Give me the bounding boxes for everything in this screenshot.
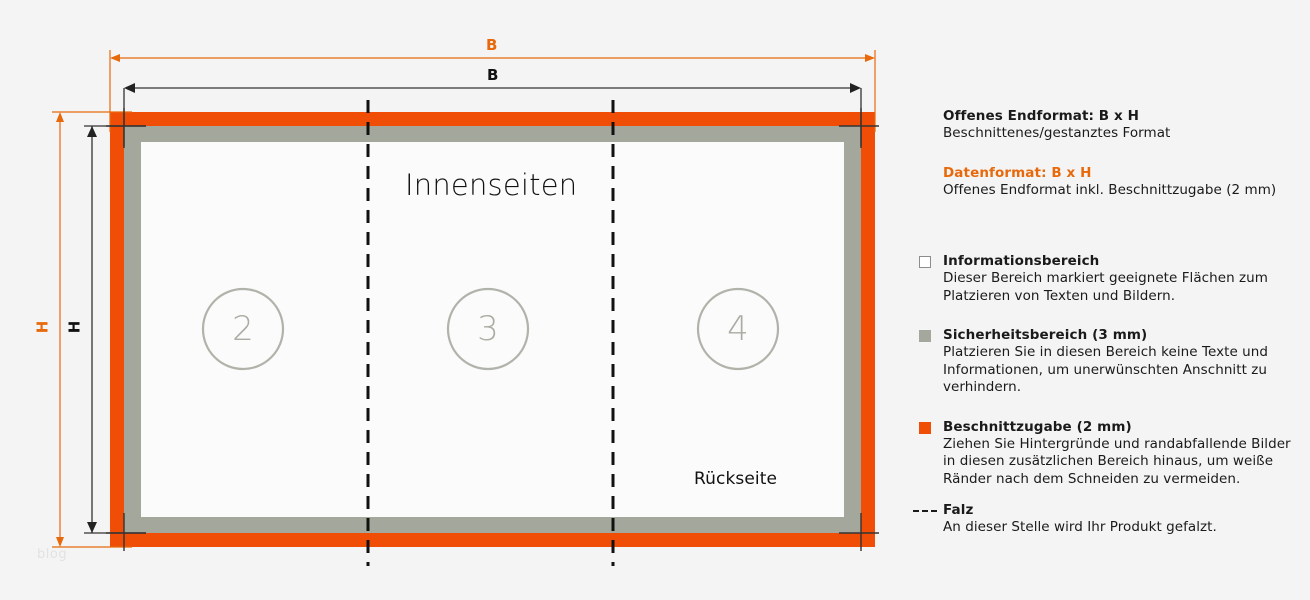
dimension-label-width-bleed: B bbox=[486, 36, 498, 54]
page-circle-3 bbox=[446, 287, 530, 371]
blog-watermark: blog bbox=[37, 547, 68, 562]
dimension-label-width-trim: B bbox=[487, 66, 499, 84]
fold-line-swatch-icon bbox=[913, 510, 937, 512]
legend-item-offenes-endformat: Offenes Endformat: B x H Beschnittenes/g… bbox=[912, 108, 1302, 143]
legend-title: Datenformat: B x H bbox=[943, 164, 1092, 181]
page-number-3: 3 bbox=[477, 309, 499, 349]
legend-body: An dieser Stelle wird Ihr Produkt gefalz… bbox=[943, 519, 1217, 535]
information-area-swatch-icon bbox=[919, 256, 931, 268]
legend-item-informationsbereich: Informationsbereich Dieser Bereich marki… bbox=[912, 253, 1302, 305]
bleed-area-swatch-icon bbox=[919, 421, 931, 434]
legend-title: Informationsbereich bbox=[943, 253, 1100, 269]
back-page-label: Rückseite bbox=[694, 469, 778, 489]
page-number-4: 4 bbox=[727, 309, 749, 349]
dimension-width-bleed bbox=[109, 50, 876, 132]
page-circle-4 bbox=[696, 287, 780, 371]
safety-area-swatch-icon bbox=[919, 330, 931, 342]
inner-pages-heading: Innenseiten bbox=[405, 168, 578, 202]
dimension-label-height-trim: H bbox=[65, 320, 84, 334]
dimension-height-bleed bbox=[52, 111, 132, 548]
dimension-label-height-bleed: H bbox=[33, 320, 52, 334]
legend-panel: Offenes Endformat: B x H Beschnittenes/g… bbox=[912, 108, 1302, 537]
legend-title: Sicherheitsbereich (3 mm) bbox=[943, 327, 1148, 343]
legend-title: Beschnittzugabe (2 mm) bbox=[943, 418, 1132, 435]
legend-item-beschnittzugabe: Beschnittzugabe (2 mm) Ziehen Sie Hinter… bbox=[912, 419, 1302, 489]
legend-title: Offenes Endformat: B x H bbox=[943, 108, 1140, 124]
page-circle-2 bbox=[201, 287, 285, 371]
legend-body: Beschnittenes/gestanztes Format bbox=[943, 125, 1171, 141]
legend-body: Offenes Endformat inkl. Beschnittzugabe … bbox=[943, 181, 1277, 198]
legend-body: Dieser Bereich markiert geeignete Fläche… bbox=[943, 270, 1268, 304]
legend-item-falz: Falz An dieser Stelle wird Ihr Produkt g… bbox=[912, 502, 1302, 537]
page-number-2: 2 bbox=[232, 309, 254, 349]
legend-item-datenformat: Datenformat: B x H Offenes Endformat ink… bbox=[912, 165, 1302, 200]
crop-marks bbox=[106, 108, 879, 551]
information-area-rect bbox=[141, 142, 844, 517]
legend-body: Platzieren Sie in diesen Bereich keine T… bbox=[943, 344, 1269, 395]
legend-body: Ziehen Sie Hintergründe und randabfallen… bbox=[943, 435, 1291, 487]
fold-lines bbox=[366, 100, 615, 566]
legend-title: Falz bbox=[943, 502, 974, 518]
page-number-circles bbox=[201, 287, 780, 371]
legend-item-sicherheitsbereich: Sicherheitsbereich (3 mm) Platzieren Sie… bbox=[912, 327, 1302, 397]
